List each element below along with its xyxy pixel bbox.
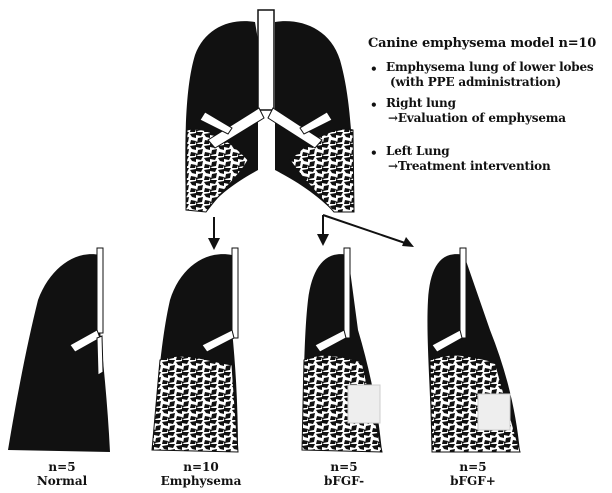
group-n: n=10 (146, 460, 256, 474)
group-n: n=5 (418, 460, 528, 474)
group-n: n=5 (7, 460, 117, 474)
model-title: Canine emphysema model n=10 (368, 36, 596, 51)
group-label: bFGF- (289, 474, 399, 488)
lung-bfgf-minus (302, 248, 382, 452)
note-2-line-2: →Evaluation of emphysema (388, 111, 566, 126)
lung-bfgf-plus (427, 248, 520, 452)
group-bfgf-minus-caption: n=5 bFGF- (289, 460, 399, 488)
group-label: Normal (7, 474, 117, 488)
lung-normal (8, 248, 110, 452)
note-2-line-1: Right lung (386, 96, 456, 111)
bullet-dot: • (370, 98, 378, 112)
note-1-line-2: (with PPE administration) (390, 75, 561, 90)
bullet-dot: • (370, 146, 378, 160)
group-normal-caption: n=5 Normal (7, 460, 117, 488)
note-3-line-2: →Treatment intervention (388, 159, 551, 174)
group-label: Emphysema (146, 474, 256, 488)
note-1-line-1: Emphysema lung of lower lobes (386, 60, 593, 75)
canine-lung-model (185, 10, 354, 212)
group-bfgf-plus-caption: n=5 bFGF+ (418, 460, 528, 488)
group-emphysema-caption: n=10 Emphysema (146, 460, 256, 488)
group-n: n=5 (289, 460, 399, 474)
flow-arrows (208, 215, 414, 250)
lung-emphysema (152, 248, 238, 452)
group-label: bFGF+ (418, 474, 528, 488)
note-3-line-1: Left Lung (386, 144, 449, 159)
bullet-dot: • (370, 62, 378, 76)
